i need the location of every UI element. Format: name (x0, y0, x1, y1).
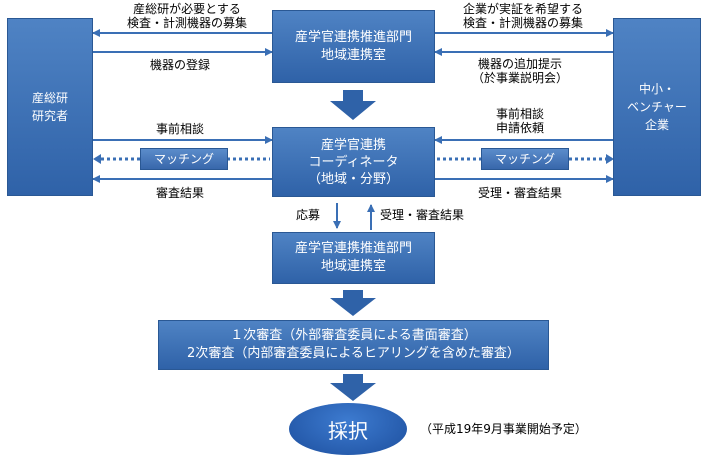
office-mid-line-2: 地域連携室 (320, 259, 386, 274)
additional-label: 機器の追加提示 （於事業説明会） (460, 57, 580, 85)
recruit-left-line-1: 産総研が必要とする (133, 2, 241, 16)
arrow-matching-left-head (93, 154, 101, 164)
sme-line-3: 企業 (644, 118, 669, 132)
recruit-left-label: 産総研が必要とする 検査・計測機器の募集 (112, 2, 262, 30)
recruit-right-label: 企業が実証を希望する 検査・計測機器の募集 (448, 2, 598, 30)
sme-box: 中小・ ベンチャー 企業 (613, 18, 701, 196)
sme-line-2: ベンチャー (627, 100, 687, 114)
prior-right-line-2: 申請依頼 (495, 121, 544, 135)
coordinator-line-2: コーディネータ (308, 154, 399, 170)
coordinator-box: 産学官連携 コーディネータ （地域・分野） (272, 127, 435, 197)
adopt-ellipse: 採択 (289, 403, 407, 455)
prior-left-label: 事前相談 (155, 122, 204, 136)
prior-right-line-1: 事前相談 (495, 107, 544, 121)
recruit-left-line-2: 検査・計測機器の募集 (126, 16, 247, 30)
register-label: 機器の登録 (149, 58, 210, 72)
matching-right-box: マッチング (481, 148, 569, 170)
schedule-label: （平成19年9月事業開始予定） (420, 422, 587, 436)
block-arrow-2 (330, 290, 376, 316)
recruit-right-line-2: 検査・計測機器の募集 (462, 16, 583, 30)
office-top-line-2: 地域連携室 (320, 47, 386, 63)
additional-line-2: （於事業説明会） (471, 71, 568, 85)
office-mid-line-1: 産学官連携推進部門 (294, 241, 412, 256)
coordinator-line-3: （地域・分野） (307, 171, 399, 187)
prior-right-label: 事前相談 申請依頼 (480, 107, 560, 135)
result-left-label: 審査結果 (155, 186, 204, 200)
apply-label: 応募 (295, 208, 320, 222)
matching-left-box: マッチング (140, 148, 228, 170)
coordinator-line-1: 産学官連携 (320, 137, 386, 153)
aist-line-1: 産総研 (31, 91, 68, 105)
matching-right-label: マッチング (494, 152, 555, 166)
aist-researcher-box: 産総研 研究者 (7, 18, 93, 196)
additional-line-1: 機器の追加提示 (477, 57, 562, 71)
result-right-label: 受理・審査結果 (477, 186, 562, 200)
arrow-matching-right-head (606, 154, 614, 164)
office-top-box: 産学官連携推進部門 地域連携室 (272, 10, 435, 83)
block-arrow-1 (330, 90, 376, 120)
accept-label: 受理・審査結果 (380, 208, 465, 222)
recruit-right-line-1: 企業が実証を希望する (462, 2, 583, 16)
office-top-line-1: 産学官連携推進部門 (294, 29, 412, 45)
office-mid-box: 産学官連携推進部門 地域連携室 (272, 232, 435, 284)
review-line-2: 2次審査（内部審査委員によるヒアリングを含めた審査） (187, 346, 520, 361)
block-arrow-3 (330, 374, 376, 401)
adopt-label: 採択 (328, 418, 368, 443)
matching-left-label: マッチング (153, 152, 214, 166)
sme-line-1: 中小・ (638, 82, 675, 96)
review-line-1: １次審査（外部審査委員による書面審査） (230, 328, 477, 343)
aist-line-2: 研究者 (31, 109, 68, 123)
review-box: １次審査（外部審査委員による書面審査） 2次審査（内部審査委員によるヒアリングを… (158, 320, 549, 370)
